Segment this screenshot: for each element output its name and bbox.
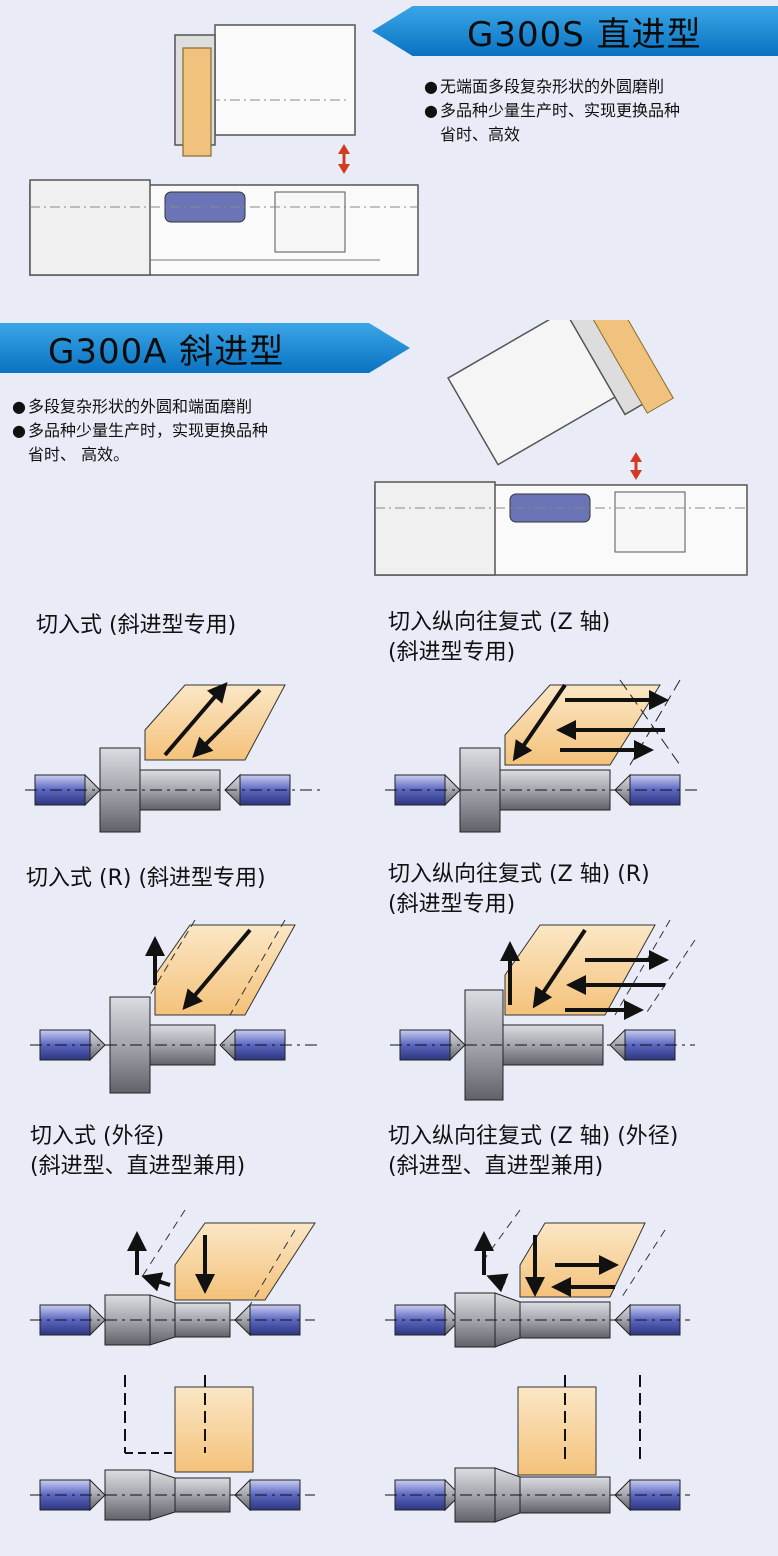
diagram-6-drawing: [385, 1209, 690, 1523]
feed-arrow-icon: [338, 144, 350, 174]
diagram-6-label-line1: 切入纵向往复式 (Z 轴) (外径): [388, 1124, 679, 1149]
diagram-3-label-line1: 切入式 (R) (斜进型专用): [26, 866, 266, 891]
g300a-bullets: ●多段复杂形状的外圆和端面磨削 ●多品种少量生产时，实现更换品种 省时、 高效。: [12, 395, 372, 467]
g300s-title-banner: G300S 直进型: [372, 6, 778, 56]
g300a-title: G300A 斜进型: [48, 331, 285, 372]
g300s-machine-illustration: [29, 24, 419, 276]
g300a-title-banner: G300A 斜进型: [0, 323, 410, 373]
diagram-6-label-line2: (斜进型、直进型兼用): [388, 1154, 604, 1179]
diagram-5-label: 切入式 (外径) (斜进型、直进型兼用): [30, 1122, 245, 1182]
g300s-bullet-1: 无端面多段复杂形状的外圆磨削: [440, 77, 665, 96]
diagram-4-drawing: [390, 919, 696, 1101]
diagram-1-drawing: [25, 681, 320, 833]
g300a-bullet-1: 多段复杂形状的外圆和端面磨削: [28, 397, 253, 416]
diagram-5-label-line1: 切入式 (外径): [30, 1124, 165, 1149]
diagram-3-drawing: [30, 919, 320, 1094]
g300s-bullet-3: 省时、高效: [440, 125, 521, 144]
diagram-5-label-line2: (斜进型、直进型兼用): [30, 1154, 246, 1179]
diagram-4-label-line2: (斜进型专用): [388, 892, 516, 917]
g300s-bullet-2: 多品种少量生产时、实现更换品种: [440, 101, 681, 120]
diagram-4-label-line1: 切入纵向往复式 (Z 轴) (R): [388, 862, 650, 887]
diagram-4-label: 切入纵向往复式 (Z 轴) (R) (斜进型专用): [388, 860, 650, 920]
diagram-2-label: 切入纵向往复式 (Z 轴) (斜进型专用): [388, 608, 610, 668]
g300a-bullet-2: 多品种少量生产时，实现更换品种: [28, 421, 269, 440]
diagram-2-label-line2: (斜进型专用): [388, 640, 516, 665]
feed-arrow-icon: [630, 452, 642, 480]
diagram-1-label: 切入式 (斜进型专用): [36, 611, 236, 641]
diagram-2-label-line1: 切入纵向往复式 (Z 轴): [388, 610, 611, 635]
diagram-3-label: 切入式 (R) (斜进型专用): [26, 864, 266, 894]
g300a-bullet-3: 省时、 高效。: [28, 445, 130, 464]
diagram-6-label: 切入纵向往复式 (Z 轴) (外径) (斜进型、直进型兼用): [388, 1122, 678, 1182]
g300s-bullets: ●无端面多段复杂形状的外圆磨削 ●多品种少量生产时、实现更换品种 省时、高效: [424, 75, 764, 147]
g300a-machine-illustration: [374, 320, 748, 576]
diagram-2-drawing: [385, 679, 700, 833]
g300s-title: G300S 直进型: [467, 14, 702, 55]
diagram-5-drawing: [30, 1209, 316, 1521]
diagram-1-label-line1: 切入式 (斜进型专用): [36, 613, 237, 638]
